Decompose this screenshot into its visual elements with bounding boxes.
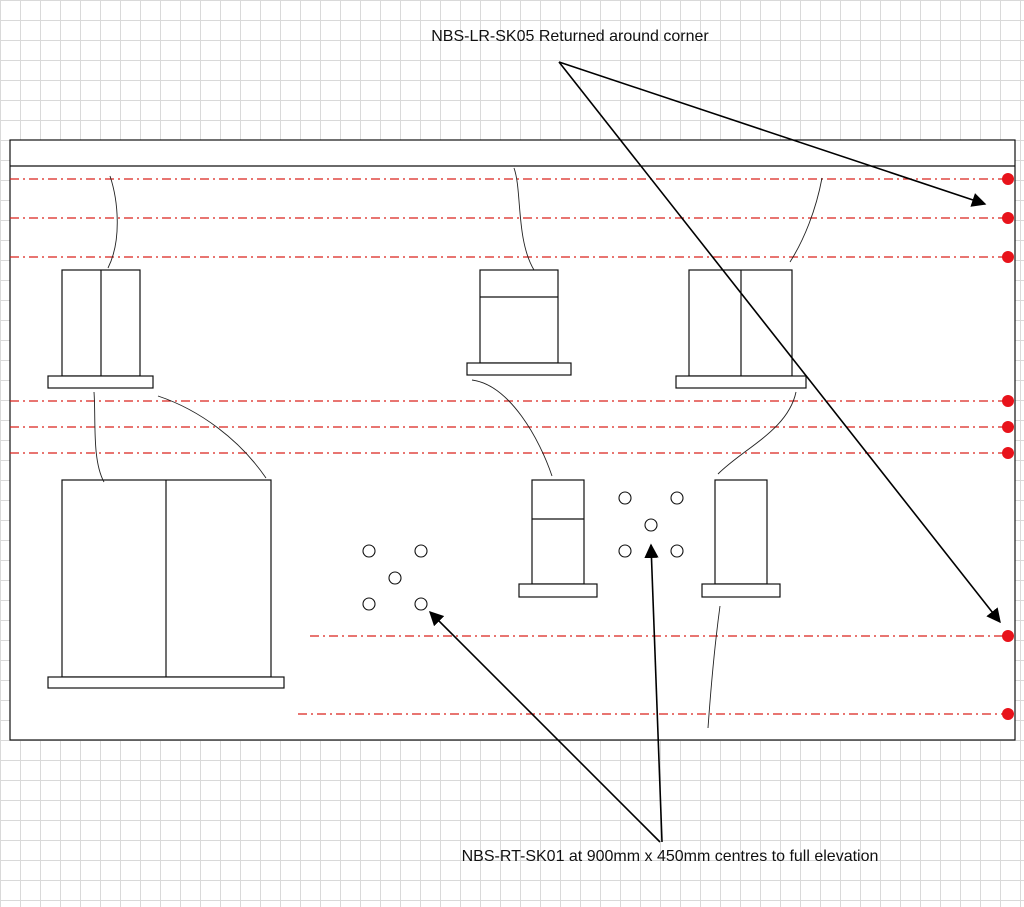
fixing-group-right [618,491,684,558]
anchor-dot-6 [1002,447,1014,459]
anchor-dot-4 [1002,395,1014,407]
callout-label-bottom: NBS-RT-SK01 at 900mm x 450mm centres to … [461,848,879,865]
connector-line [107,175,118,269]
window-top-right [675,269,807,389]
anchor-dot-5 [1002,421,1014,433]
callout-arrow-top-2 [558,61,1001,624]
anchor-dot-1 [1002,173,1014,185]
anchor-dot-7 [1002,630,1014,642]
connector-line [471,379,553,477]
connector-line [789,177,823,263]
window-bottom-left-large [47,479,285,689]
window-top-middle [466,269,572,376]
anchor-dot-2 [1002,212,1014,224]
window-bottom-right [701,479,781,598]
fixing-group-left [362,544,428,611]
window-bottom-middle [518,479,598,598]
callout-arrow-bottom-1 [428,610,661,843]
connector-line [93,391,105,483]
callout-label-top: NBS-LR-SK05 Returned around corner [431,28,709,45]
anchor-dot-8 [1002,708,1014,720]
connector-line [157,395,267,479]
connector-line [707,605,721,729]
callout-arrow-top-1 [558,61,987,207]
connector-line [513,167,535,271]
window-top-left [47,269,154,389]
connector-line [717,391,797,475]
anchor-dot-3 [1002,251,1014,263]
callout-arrow-bottom-2 [644,543,663,843]
